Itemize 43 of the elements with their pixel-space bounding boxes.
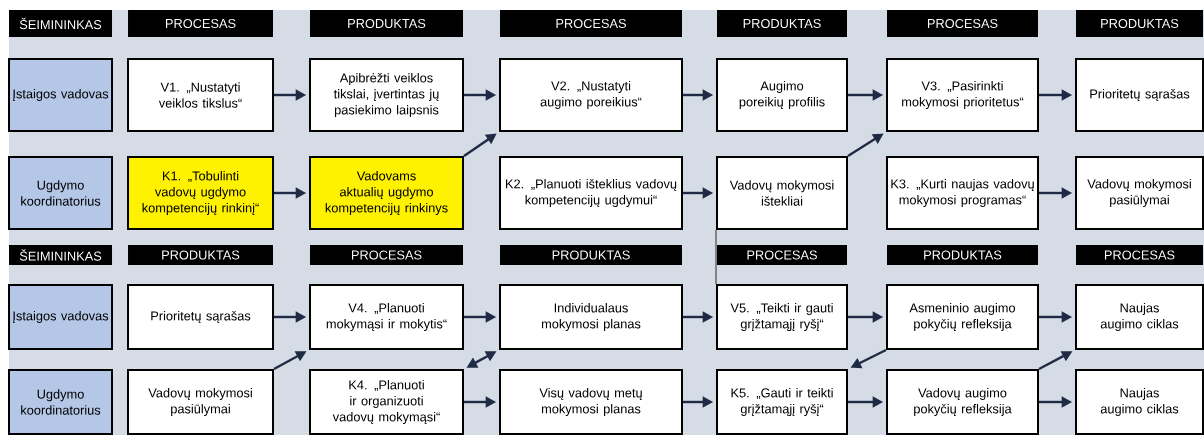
column-header: ŠEIMININKAS: [9, 10, 112, 37]
owner-box: Įstaigos vadovas: [8, 58, 113, 132]
column-header: PRODUKTAS: [1076, 10, 1203, 37]
column-header: PRODUKTAS: [717, 10, 847, 37]
owner-box: Ugdymo koordinatorius: [8, 156, 113, 230]
connector-line: [715, 229, 717, 285]
process-box: Vadovų augimo pokyčių refleksija: [886, 369, 1039, 435]
process-box: Vadovų mokymosi pasiūlymai: [1075, 156, 1204, 230]
owner-box: Ugdymo koordinatorius: [8, 369, 113, 435]
process-box: Prioritetų sąrašas: [127, 284, 274, 350]
column-header: PRODUKTAS: [887, 245, 1038, 265]
column-header: PROCESAS: [310, 245, 463, 265]
column-header: PRODUKTAS: [128, 245, 273, 265]
column-header: PROCESAS: [1076, 245, 1203, 265]
column-header: PROCESAS: [500, 10, 682, 37]
process-box: Individualaus mokymosi planas: [499, 284, 683, 350]
process-box: V3. „Pasirinkti mokymosi prioritetus“: [886, 58, 1039, 132]
process-box: K4. „Planuoti ir organizuoti vadovų mokymąsi“: [309, 369, 464, 435]
process-box: Vadovų mokymosi pasiūlymai: [127, 369, 274, 435]
process-box: Vadovų mokymosi ištekliai: [716, 156, 848, 230]
process-box: V1. „Nustatyti veiklos tikslus“: [127, 58, 274, 132]
process-box: K1. „Tobulinti vadovų ugdymo kompetencijų rinkinį“: [127, 156, 274, 230]
column-header: PROCESAS: [128, 10, 273, 37]
process-box: Vadovams aktualių ugdymo kompetencijų rinkinys: [309, 156, 464, 230]
process-box: Naujas augimo ciklas: [1075, 369, 1204, 435]
process-box: V5. „Teikti ir gauti grįžtamąjį ryšį“: [716, 284, 848, 350]
column-header: PRODUKTAS: [500, 245, 682, 265]
process-box: Naujas augimo ciklas: [1075, 284, 1204, 350]
process-box: Apibrėžti veiklos tikslai, įvertintas jų pasiekimo laipsnis: [309, 58, 464, 132]
process-box: V4. „Planuoti mokymąsi ir mokytis“: [309, 284, 464, 350]
process-box: Prioritetų sąrašas: [1075, 58, 1204, 132]
process-box: Augimo poreikių profilis: [716, 58, 848, 132]
column-header: PROCESAS: [887, 10, 1038, 37]
process-box: V2. „Nustatyti augimo poreikius“: [499, 58, 683, 132]
process-box: K2. „Planuoti išteklius vadovų kompetencijų ugdymui“: [499, 156, 683, 230]
column-header: ŠEIMININKAS: [9, 245, 112, 265]
process-box: Visų vadovų metų mokymosi planas: [499, 369, 683, 435]
process-box: K5. „Gauti ir teikti grįžtamąjį ryšį“: [716, 369, 848, 435]
column-header: PRODUKTAS: [310, 10, 463, 37]
owner-box: Įstaigos vadovas: [8, 284, 113, 350]
process-box: Asmeninio augimo pokyčių refleksija: [886, 284, 1039, 350]
process-box: K3. „Kurti naujas vadovų mokymosi programas“: [886, 156, 1039, 230]
column-header: PROCESAS: [717, 245, 847, 265]
